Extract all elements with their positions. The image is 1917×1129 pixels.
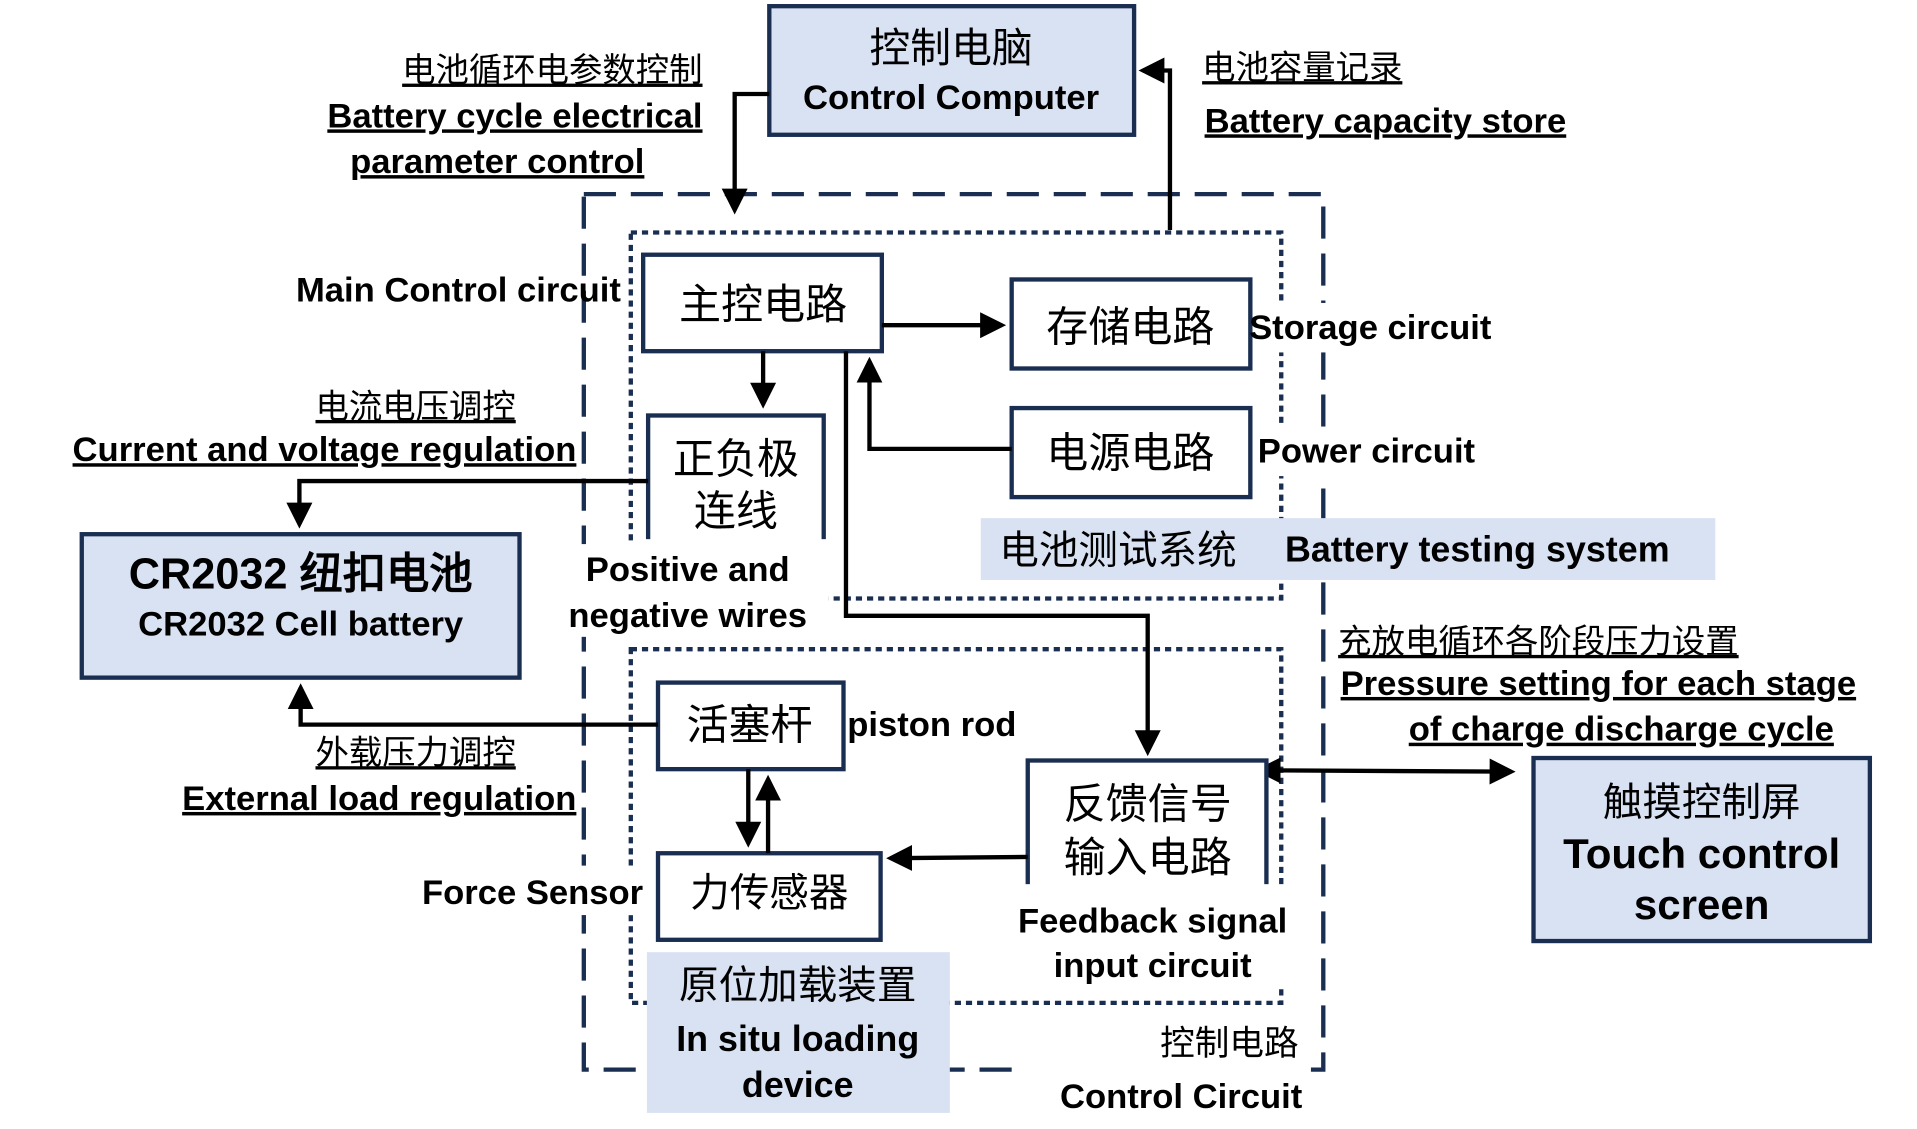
force-sensor-box — [655, 851, 883, 942]
arrow-main-to-feedback — [843, 351, 1161, 757]
current-voltage-en: Current and voltage regulation — [73, 431, 577, 469]
battery-testing-frame — [628, 230, 1284, 601]
battery-testing-cn: 电池测试系统 — [999, 528, 1236, 574]
battery-cycle-label-en1: Battery cycle electrical — [327, 97, 702, 135]
cell-battery-box: CR2032 纽扣电池 CR2032 Cell battery — [79, 532, 522, 680]
touch-screen-box: 触摸控制屏 Touch control screen — [1531, 755, 1873, 944]
force-sensor-cn: 力传感器 — [690, 870, 848, 916]
arrow-piston-to-battery — [287, 683, 659, 727]
battery-cycle-label-en2: parameter control — [350, 143, 644, 181]
main-control-box — [641, 252, 884, 354]
external-load-cn: 外载压力调控 — [316, 733, 516, 772]
wires-cn2: 连线 — [694, 487, 778, 536]
feedback-cn2: 输入电路 — [1064, 833, 1232, 882]
feedback-box — [1025, 758, 1269, 899]
touch-screen-cn: 触摸控制屏 — [1603, 780, 1801, 826]
feedback-en2: input circuit — [1054, 947, 1253, 985]
battery-testing-label-bg — [980, 518, 1716, 580]
control-circuit-en: Control Circuit — [1060, 1078, 1303, 1116]
storage-circuit-box — [1009, 277, 1253, 371]
loading-device-cn: 原位加载装置 — [679, 963, 916, 1009]
arrow-wires-to-battery — [286, 478, 649, 529]
external-load-en: External load regulation — [182, 780, 576, 818]
wires-en1: Positive and — [586, 551, 790, 589]
loading-device-en1: In situ loading — [676, 1019, 919, 1059]
feedback-cn1: 反馈信号 — [1064, 780, 1232, 829]
power-circuit-box — [1009, 405, 1253, 500]
loading-device-frame — [628, 647, 1284, 1006]
cell-battery-cn: CR2032 纽扣电池 — [129, 551, 473, 599]
main-control-cn: 主控电路 — [679, 280, 847, 329]
piston-rod-cn: 活塞杆 — [686, 700, 812, 749]
control-computer-box: 控制电脑 Control Computer — [767, 4, 1137, 137]
battery-cycle-label-cn: 电池循环电参数控制 — [402, 51, 702, 90]
capacity-label-cn: 电池容量记录 — [1202, 48, 1402, 87]
piston-rod-box — [655, 680, 846, 772]
capacity-label-en: Battery capacity store — [1205, 102, 1567, 140]
control-circuit-cn: 控制电路 — [1160, 1024, 1298, 1064]
arrow-computer-to-main — [721, 91, 770, 215]
touch-screen-en1: Touch control — [1563, 830, 1840, 877]
feedback-en1: Feedback signal — [1018, 902, 1287, 940]
power-circuit-en: Power circuit — [1258, 432, 1476, 470]
wires-cn1: 正负极 — [673, 435, 799, 484]
main-control-en: Main Control circuit — [296, 272, 621, 310]
arrow-power-to-main — [856, 356, 1012, 452]
storage-circuit-en: Storage circuit — [1249, 309, 1492, 347]
arrow-main-to-computer — [1138, 57, 1173, 231]
arrow-feedback-to-sensor — [886, 845, 1028, 871]
force-sensor-en: Force Sensor — [422, 874, 643, 912]
current-voltage-cn: 电流电压调控 — [316, 387, 516, 426]
arrow-feedback-touchscreen — [1254, 757, 1516, 785]
pressure-label-cn: 充放电循环各阶段压力设置 — [1338, 622, 1739, 661]
piston-rod-en: piston rod — [847, 706, 1016, 744]
wires-en2: negative wires — [568, 597, 807, 635]
battery-testing-en: Battery testing system — [1285, 529, 1670, 569]
control-computer-cn: 控制电脑 — [869, 24, 1032, 72]
control-computer-en: Control Computer — [803, 79, 1099, 117]
storage-circuit-cn: 存储电路 — [1046, 302, 1214, 351]
cell-battery-en: CR2032 Cell battery — [138, 606, 464, 644]
pressure-label-en1: Pressure setting for each stage — [1341, 665, 1857, 703]
loading-device-label-bg — [646, 952, 950, 1113]
power-circuit-cn: 电源电路 — [1046, 428, 1214, 477]
wires-box — [645, 413, 826, 554]
pressure-label-en2: of charge discharge cycle — [1409, 711, 1834, 749]
touch-screen-en2: screen — [1634, 881, 1770, 928]
loading-device-en2: device — [742, 1065, 854, 1105]
